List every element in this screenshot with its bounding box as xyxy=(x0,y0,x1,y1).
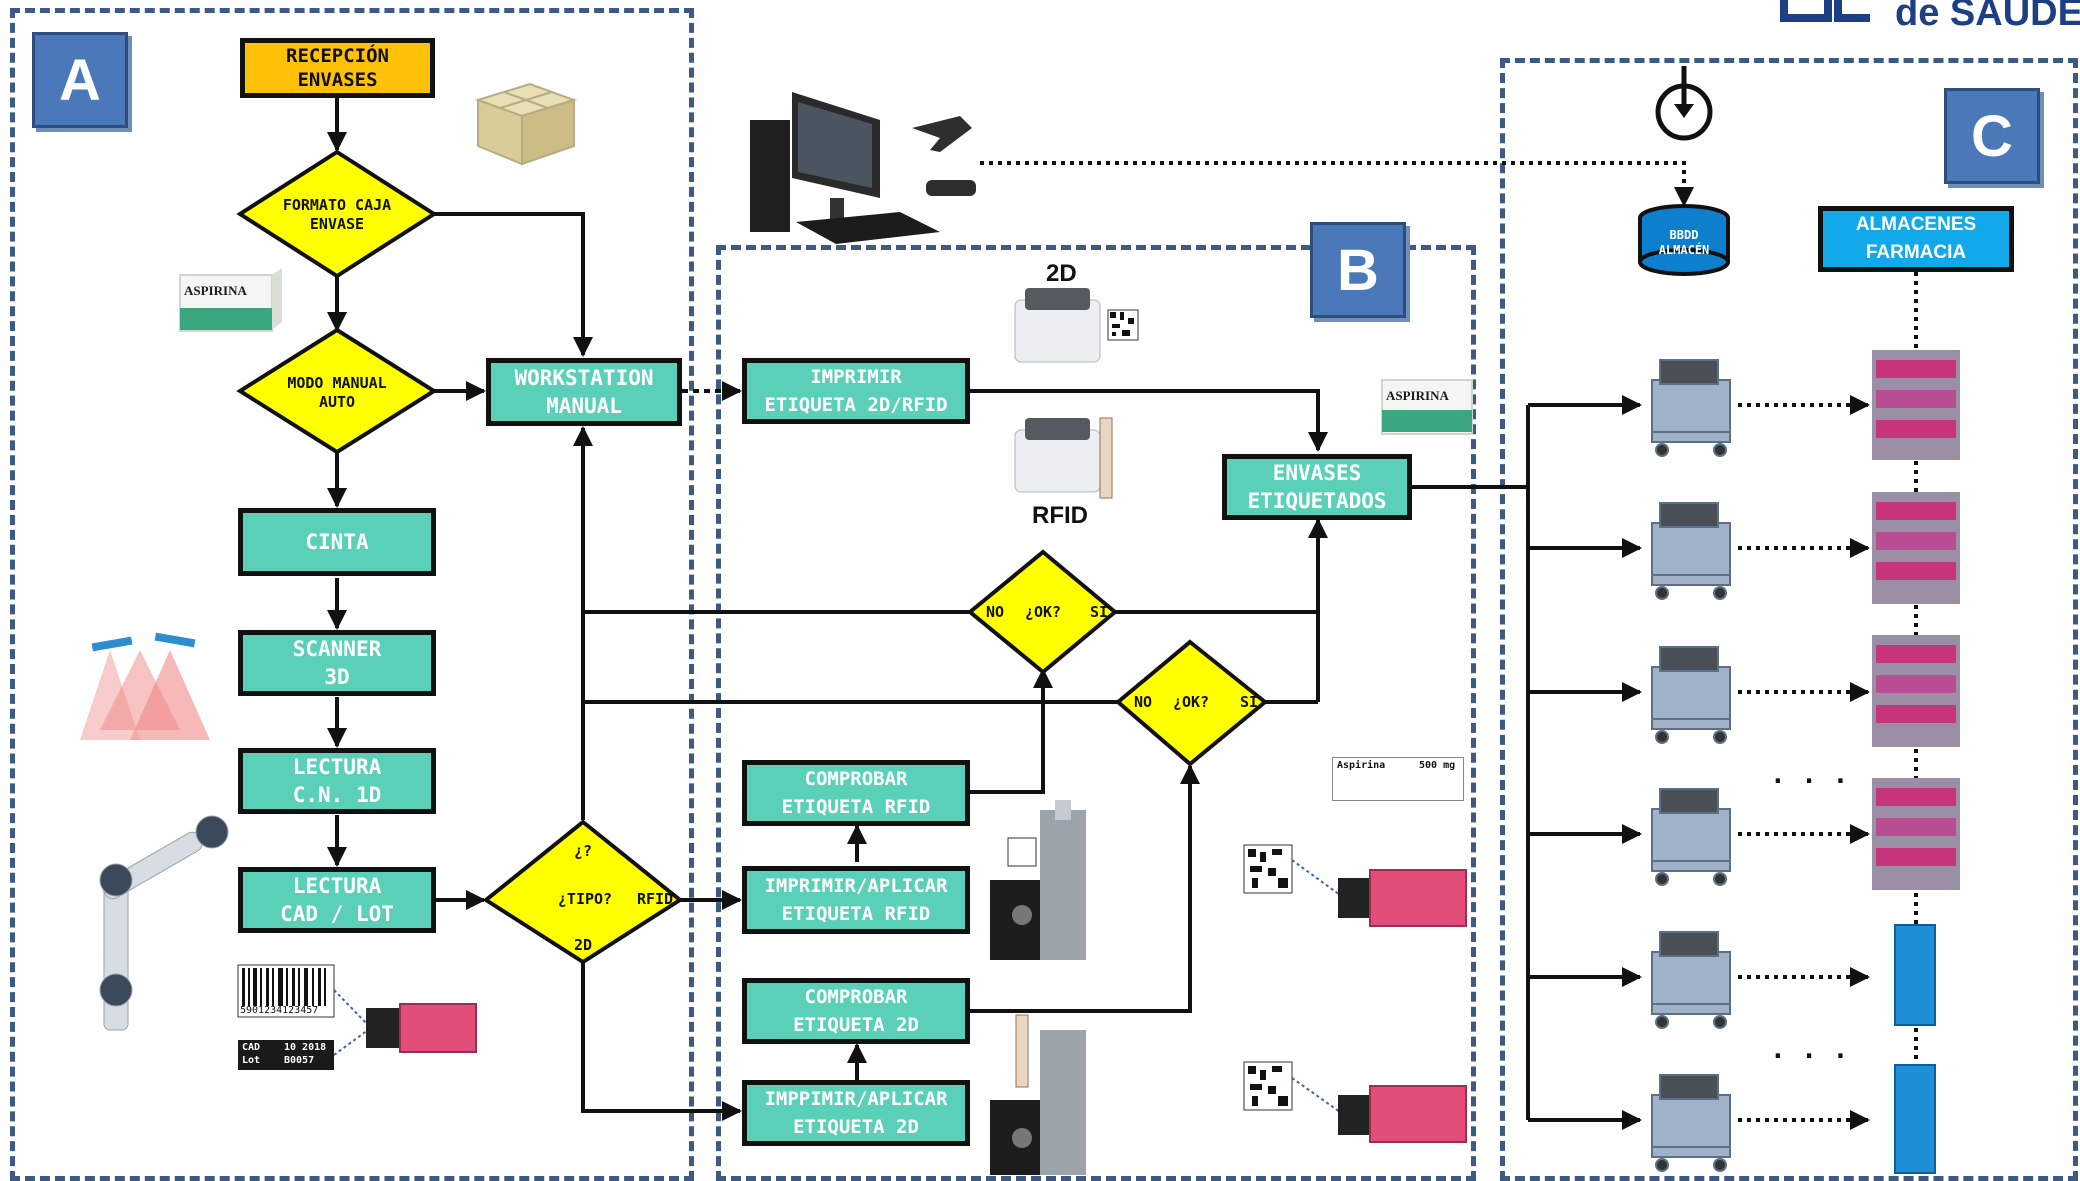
mode-decision-label: MODO MANUAL AUTO xyxy=(287,374,387,411)
aspirina-label-b: ASPIRINA xyxy=(1386,388,1449,403)
type-decision-top: ¿? xyxy=(573,842,593,860)
lectura-cn-box: LECTURA C.N. 1D xyxy=(238,748,436,814)
panel-b-tile: B xyxy=(1310,222,1406,318)
lectura-cad-box: LECTURA CAD / LOT xyxy=(238,867,436,933)
robot-arm-icon xyxy=(99,815,229,1031)
cardboard-box-icon xyxy=(474,82,578,166)
ok-2-middle: ¿OK? xyxy=(1172,693,1210,711)
ok-2-no: NO xyxy=(1133,693,1153,711)
apply-2d-box: IMPPIMIR/APLICAR ETIQUETA 2D xyxy=(742,1080,970,1146)
ok-1-no: NO xyxy=(985,603,1005,621)
stores-box: ALMACENES FARMACIA xyxy=(1818,206,2014,272)
barcode-digits: 5901234123457 xyxy=(240,1005,319,1016)
format-decision-label: FORMATO CAJA ENVASE xyxy=(282,196,392,233)
database-icon xyxy=(1638,204,1730,276)
printer-rfid-icon xyxy=(1014,417,1113,499)
rfid-applicator-icon xyxy=(990,800,1086,960)
type-decision-middle: ¿TIPO? xyxy=(557,890,613,908)
dispensers xyxy=(1894,924,1936,1174)
ellipsis-2: . . . xyxy=(1770,1035,1849,1065)
panel-a xyxy=(10,8,694,1181)
carts xyxy=(1651,359,1731,1172)
type-decision-bottom: 2D xyxy=(573,936,593,954)
panel-c xyxy=(1500,58,2078,1181)
cad-label: CAD xyxy=(242,1042,261,1053)
computer-workstation-icon xyxy=(750,92,976,244)
label-card-dose: 500 mg xyxy=(1419,760,1456,771)
pharmacy-shelves xyxy=(1872,350,1960,890)
cinta-box: CINTA xyxy=(238,508,436,576)
workstation-box: WORKSTATION MANUAL xyxy=(486,358,682,426)
format-decision-diamond xyxy=(236,149,438,279)
2d-camera-icon-1 xyxy=(1243,844,1467,927)
reception-line-2: ENVASES xyxy=(297,69,378,91)
check-rfid-box: COMPROBAR ETIQUETA RFID xyxy=(742,760,970,826)
panel-a-tile: A xyxy=(32,32,128,128)
logo-text: de SAÚDE xyxy=(1895,0,2080,34)
mode-decision-diamond xyxy=(236,327,438,455)
aspirina-label-a: ASPIRINA xyxy=(184,283,247,298)
barcode-camera-icon xyxy=(237,964,477,1070)
label-card: Aspirina 500 mg xyxy=(1332,757,1464,801)
reception-box: RECEPCIÓN ENVASES xyxy=(240,38,435,98)
type-decision-diamond xyxy=(482,819,684,965)
database-label: BBDD ALMACÉN xyxy=(1658,228,1710,257)
lot-value: B0057 xyxy=(284,1055,315,1066)
3d-scanner-icon xyxy=(80,632,210,740)
printer-2d-label: 2D xyxy=(1046,260,1077,287)
ok-decision-1-diamond xyxy=(966,549,1119,675)
ok-2-yes: SI xyxy=(1239,693,1259,711)
print-label-box: IMPRIMIR ETIQUETA 2D/RFID xyxy=(742,358,970,424)
reception-line-1: RECEPCIÓN xyxy=(286,45,389,67)
printer-rfid-label: RFID xyxy=(1032,502,1088,529)
cad-value: 10 2018 xyxy=(284,1042,327,1053)
panel-b xyxy=(716,245,1476,1181)
2d-camera-icon-2 xyxy=(1243,1061,1467,1143)
aspirina-box-icon xyxy=(179,268,282,332)
apply-rfid-box: IMPRIMIR/APLICAR ETIQUETA RFID xyxy=(742,866,970,934)
ok-1-yes: SI xyxy=(1089,603,1109,621)
aspirina-box-b-icon xyxy=(1381,379,1473,435)
ok-1-middle: ¿OK? xyxy=(1024,603,1062,621)
ellipsis-1: . . . xyxy=(1770,760,1849,790)
download-icon xyxy=(1655,66,1713,141)
logo-icon xyxy=(1780,0,1870,22)
label-card-name: Aspirina xyxy=(1337,760,1386,771)
check-2d-box: COMPROBAR ETIQUETA 2D xyxy=(742,978,970,1044)
ok-decision-2-diamond xyxy=(1114,639,1269,767)
labeled-box: ENVASES ETIQUETADOS xyxy=(1222,454,1412,520)
2d-applicator-icon xyxy=(990,1014,1086,1175)
scanner-box: SCANNER 3D xyxy=(238,630,436,696)
panel-c-tile: C xyxy=(1944,88,2040,184)
type-decision-right: RFID xyxy=(636,890,674,908)
lot-label: Lot xyxy=(242,1055,261,1066)
printer-2d-icon xyxy=(1014,288,1139,363)
